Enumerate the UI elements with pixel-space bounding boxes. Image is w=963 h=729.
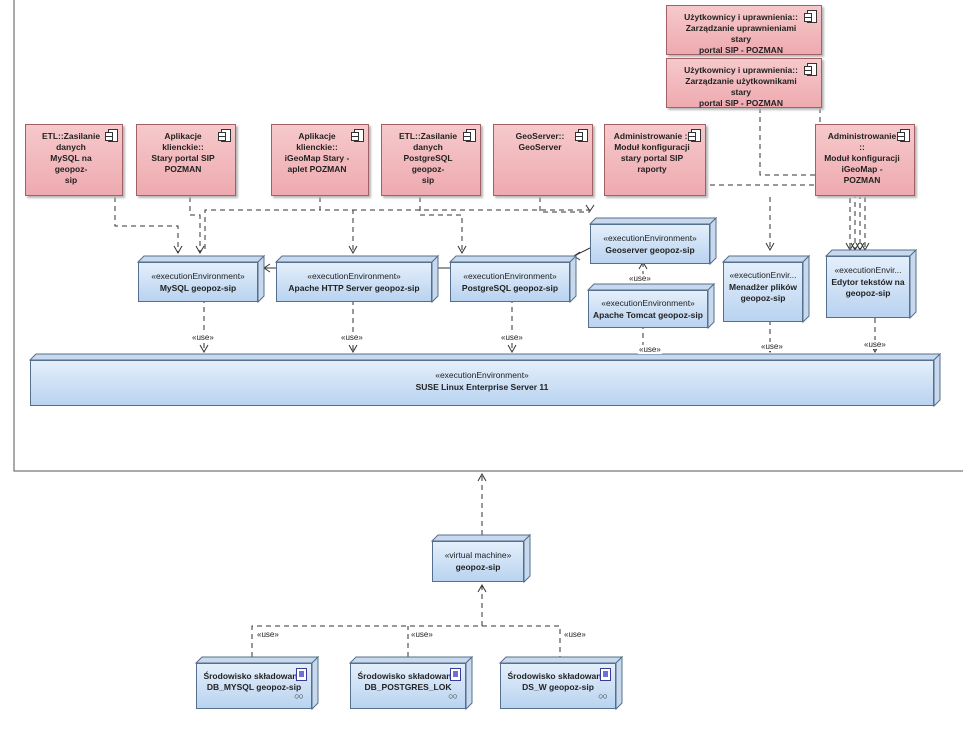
component-user-acc[interactable]: Użytkownicy i uprawnienia:: Zarządzanie … (666, 58, 822, 108)
node-geoserver[interactable]: «executionEnvironment» Geoserver geopoz-… (590, 224, 710, 264)
use-label: «use» (863, 340, 887, 349)
use-label: «use» (256, 630, 280, 639)
use-label: «use» (191, 333, 215, 342)
link-icon: ○○ (598, 691, 608, 701)
component-icon (463, 129, 476, 142)
use-label: «use» (410, 630, 434, 639)
node-postgresql[interactable]: «executionEnvironment» PostgreSQL geopoz… (450, 262, 570, 302)
storage-icon (600, 668, 611, 681)
node-mysql[interactable]: «executionEnvironment» MySQL geopoz-sip (138, 262, 258, 302)
use-label: «use» (340, 333, 364, 342)
component-icon (688, 129, 701, 142)
component-admin-mod[interactable]: Administrowanie :: Moduł konfiguracji st… (604, 124, 706, 196)
storage-icon (296, 668, 307, 681)
component-admin-igeo[interactable]: Administrowanie :: Moduł konfiguracji iG… (815, 124, 915, 196)
storage-icon (450, 668, 461, 681)
node-edytor[interactable]: «executionEnvir... Edytor tekstów na geo… (826, 256, 910, 318)
use-label: «use» (563, 630, 587, 639)
component-icon (351, 129, 364, 142)
component-icon (218, 129, 231, 142)
component-icon (105, 129, 118, 142)
node-menadzer[interactable]: «executionEnvir... Menadżer plików geopo… (723, 262, 803, 322)
component-app-stary[interactable]: Aplikacje klienckie:: Stary portal SIP P… (136, 124, 236, 196)
node-storage-dsw[interactable]: Środowisko składowania DS_W geopoz-sip ○… (500, 663, 616, 709)
link-icon: ○○ (448, 691, 458, 701)
component-user-perm[interactable]: Użytkownicy i uprawnienia:: Zarządzanie … (666, 5, 822, 55)
solid-links (264, 247, 591, 269)
component-icon (804, 63, 817, 76)
component-icon (897, 129, 910, 142)
link-icon: ○○ (294, 691, 304, 701)
node-virtual-machine[interactable]: «virtual machine» geopoz-sip (432, 541, 524, 582)
use-label: «use» (628, 274, 652, 283)
component-etl-pg[interactable]: ETL::Zasilanie danych PostgreSQL geopoz-… (381, 124, 481, 196)
node-3d-sides (28, 216, 942, 711)
component-etl-mysql[interactable]: ETL::Zasilanie danych MySQL na geopoz- s… (25, 124, 123, 196)
node-storage-postgres[interactable]: Środowisko składowania DB_POSTGRES_LOK ○… (350, 663, 466, 709)
component-geoserver[interactable]: GeoServer:: GeoServer (493, 124, 593, 196)
component-app-igeo[interactable]: Aplikacje klienckie:: iGeoMap Stary - ap… (271, 124, 369, 196)
node-tomcat[interactable]: «executionEnvironment» Apache Tomcat geo… (588, 290, 708, 328)
use-label: «use» (638, 345, 662, 354)
component-icon (804, 10, 817, 23)
node-suse[interactable]: «executionEnvironment» SUSE Linux Enterp… (30, 360, 934, 406)
package-frame (13, 0, 963, 472)
use-label: «use» (500, 333, 524, 342)
component-icon (575, 129, 588, 142)
use-label: «use» (760, 342, 784, 351)
node-storage-mysql[interactable]: Środowisko składowania DB_MYSQL geopoz-s… (196, 663, 312, 709)
node-apache[interactable]: «executionEnvironment» Apache HTTP Serve… (276, 262, 432, 302)
